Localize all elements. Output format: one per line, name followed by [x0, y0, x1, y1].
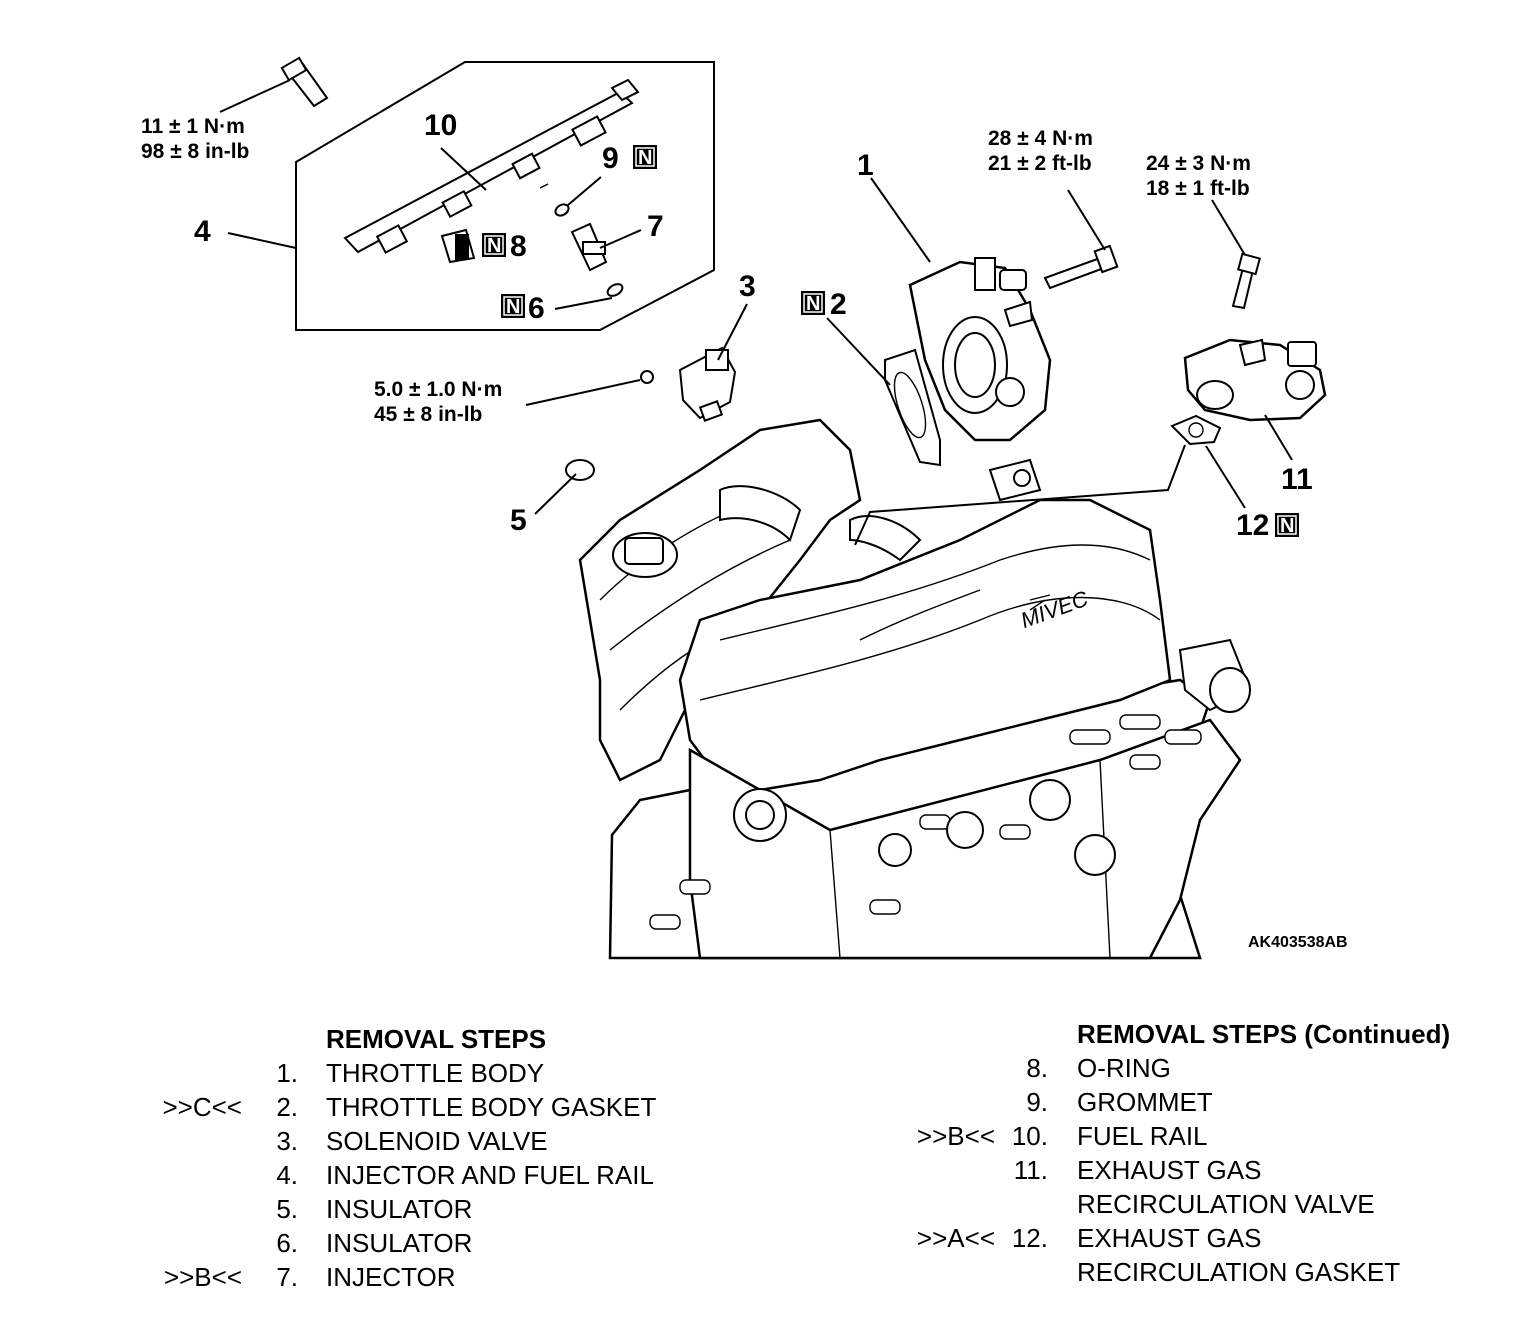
step-row: >>B<< 10. FUEL RAIL [900, 1119, 1520, 1153]
step-row: 6. INSULATOR [150, 1226, 750, 1260]
step-text: RECIRCULATION VALVE [1077, 1189, 1375, 1219]
svg-text:N: N [506, 296, 520, 318]
step-text: INSULATOR [326, 1194, 473, 1224]
svg-text:N: N [1280, 515, 1294, 537]
callout-labels: 10 9 7 8 4 6 3 2 1 5 11 12 [194, 109, 1313, 542]
injector-fuel-rail-detail [295, 61, 715, 331]
step-row: >>A<< 12. EXHAUST GAS [900, 1221, 1520, 1255]
engine-assembly-drawing: MIVEC [578, 418, 1252, 960]
torque-solenoid-imperial: 45 ± 8 in-lb [374, 403, 482, 426]
step-row: RECIRCULATION GASKET [900, 1255, 1520, 1289]
callout-8: 8 [510, 230, 527, 263]
step-text: RECIRCULATION GASKET [1077, 1257, 1401, 1287]
step-index: 6. [276, 1228, 298, 1258]
step-index: 4. [276, 1160, 298, 1190]
step-text: FUEL RAIL [1077, 1121, 1208, 1151]
step-row: 11. EXHAUST GAS [900, 1153, 1520, 1187]
step-row: 9. GROMMET [900, 1085, 1520, 1119]
callout-11: 11 [1281, 463, 1313, 496]
step-text: INSULATOR [326, 1228, 473, 1258]
removal-steps-left: REMOVAL STEPS 1. THROTTLE BODY >>C<< 2. … [150, 1022, 750, 1294]
egr-valve-bolt [1231, 252, 1261, 310]
step-text: THROTTLE BODY [326, 1058, 545, 1088]
replace-part-badges: N N N N N [482, 145, 1299, 537]
step-row: >>C<< 2. THROTTLE BODY GASKET [150, 1090, 750, 1124]
exploded-engine-diagram: MIVEC [141, 56, 1348, 960]
callout-4: 4 [194, 215, 211, 248]
egr-valve-gasket-part [1170, 414, 1222, 446]
step-mark: >>A<< [916, 1223, 995, 1253]
step-index: 12. [1011, 1223, 1048, 1253]
step-text: SOLENOID VALVE [326, 1126, 548, 1156]
step-index: 11. [1013, 1155, 1048, 1185]
replace-badge-2: N [801, 291, 825, 315]
step-text: THROTTLE BODY GASKET [326, 1092, 657, 1122]
callout-9: 9 [602, 142, 619, 175]
step-mark: >>B<< [916, 1121, 995, 1151]
svg-text:N: N [487, 235, 501, 257]
step-row: 5. INSULATOR [150, 1192, 750, 1226]
callout-5: 5 [510, 504, 527, 537]
throttle-body-bolt [1043, 244, 1119, 290]
torque-specs: 11 ± 1 N·m 98 ± 8 in-lb 28 ± 4 N·m 21 ± … [141, 115, 1251, 426]
callout-7: 7 [647, 210, 664, 243]
step-row: 4. INJECTOR AND FUEL RAIL [150, 1158, 750, 1192]
step-index: 9. [1026, 1087, 1048, 1117]
step-text: INJECTOR AND FUEL RAIL [326, 1160, 654, 1190]
removal-steps-continued-heading: REMOVAL STEPS (Continued) [1077, 1019, 1451, 1049]
torque-egr-imperial: 18 ± 1 ft-lb [1146, 177, 1250, 200]
step-index: 8. [1026, 1053, 1048, 1083]
solenoid-valve-part [640, 346, 737, 422]
replace-badge-8: N [482, 233, 506, 257]
torque-egr-metric: 24 ± 3 N·m [1146, 152, 1251, 175]
torque-solenoid-metric: 5.0 ± 1.0 N·m [374, 378, 502, 401]
step-index: 3. [276, 1126, 298, 1156]
torque-fuel-rail-metric: 11 ± 1 N·m [141, 115, 245, 138]
step-index: 5. [276, 1194, 298, 1224]
step-text: EXHAUST GAS [1077, 1223, 1262, 1253]
callout-3: 3 [739, 270, 756, 303]
step-text: GROMMET [1077, 1087, 1213, 1117]
replace-badge-12: N [1275, 513, 1299, 537]
step-text: EXHAUST GAS [1077, 1155, 1262, 1185]
step-row: 3. SOLENOID VALVE [150, 1124, 750, 1158]
step-text: O-RING [1077, 1053, 1171, 1083]
removal-steps-right: REMOVAL STEPS (Continued) 8. O-RING 9. G… [900, 1017, 1520, 1289]
replace-badge-6: N [501, 294, 525, 318]
callout-2: 2 [830, 288, 847, 321]
removal-steps-heading: REMOVAL STEPS [326, 1024, 547, 1054]
torque-throttle-metric: 28 ± 4 N·m [988, 127, 1093, 150]
torque-fuel-rail-imperial: 98 ± 8 in-lb [141, 140, 249, 163]
step-row: RECIRCULATION VALVE [900, 1187, 1520, 1221]
step-mark: >>B<< [163, 1262, 242, 1292]
step-text: INJECTOR [326, 1262, 456, 1292]
step-row: 8. O-RING [900, 1051, 1520, 1085]
callout-6: 6 [528, 292, 545, 325]
figure-code: AK403538AB [1248, 934, 1348, 951]
step-index: 1. [276, 1058, 298, 1088]
callout-1: 1 [857, 149, 874, 182]
throttle-body-part [908, 257, 1052, 442]
egr-valve-part [1183, 338, 1327, 422]
step-mark: >>C<< [162, 1092, 242, 1122]
callout-10: 10 [424, 109, 457, 142]
step-index: 2. [276, 1092, 298, 1122]
replace-badge-9: N [633, 145, 657, 169]
step-index: 7. [276, 1262, 298, 1292]
fuel-rail-bolt [280, 56, 329, 108]
torque-throttle-imperial: 21 ± 2 ft-lb [988, 152, 1092, 175]
leader-lines [219, 79, 1293, 546]
svg-text:N: N [806, 293, 820, 315]
svg-text:N: N [638, 147, 652, 169]
step-row: >>B<< 7. INJECTOR [150, 1260, 750, 1294]
step-index: 10. [1011, 1121, 1048, 1151]
callout-12: 12 [1236, 509, 1269, 542]
insulator-part [565, 459, 595, 481]
step-row: 1. THROTTLE BODY [150, 1056, 750, 1090]
